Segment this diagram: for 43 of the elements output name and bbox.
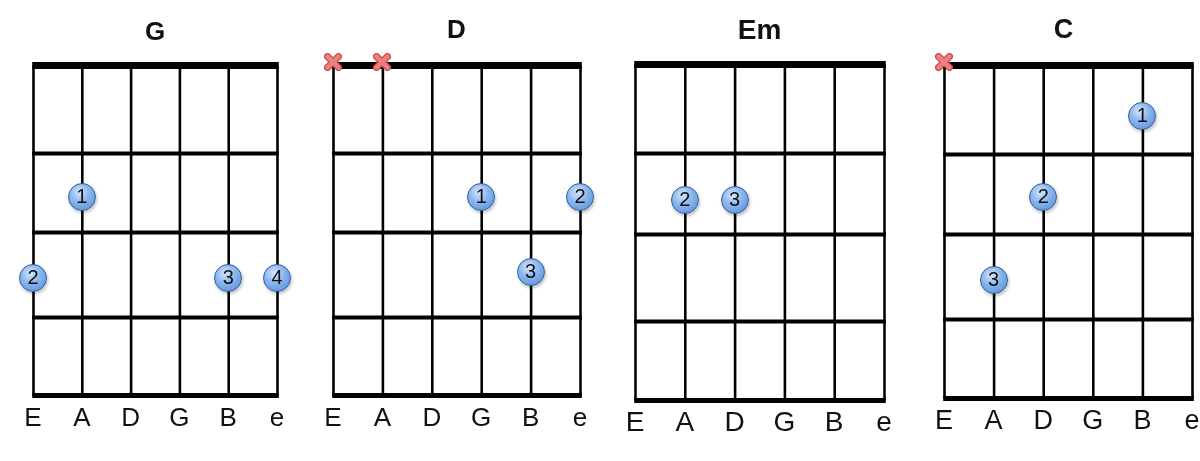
string-name: e bbox=[876, 408, 892, 436]
string-name: e bbox=[269, 404, 285, 430]
finger-dot: 1 bbox=[467, 183, 496, 211]
string-name: E bbox=[935, 406, 953, 434]
string-name: B bbox=[219, 404, 237, 430]
string-name: B bbox=[1133, 406, 1152, 434]
finger-dot: 3 bbox=[720, 186, 749, 214]
finger-dot: 2 bbox=[566, 183, 594, 211]
finger-dot: 4 bbox=[263, 264, 291, 292]
cross-mark-icon bbox=[935, 53, 953, 71]
string-name: D bbox=[1033, 406, 1053, 434]
string-name: E bbox=[24, 404, 42, 430]
finger-dot: 2 bbox=[19, 264, 47, 292]
string-name: A bbox=[73, 404, 91, 430]
chord-name: Em bbox=[737, 15, 782, 46]
string-name: E bbox=[324, 404, 342, 430]
chord-name: D bbox=[447, 15, 466, 44]
string-name: e bbox=[1184, 406, 1200, 434]
finger-dot: 3 bbox=[516, 258, 545, 286]
string-name: D bbox=[121, 404, 140, 430]
string-name: A bbox=[373, 404, 392, 430]
string-name: D bbox=[724, 408, 745, 436]
finger-dot: 2 bbox=[1029, 183, 1058, 211]
string-name: B bbox=[824, 408, 844, 436]
cross-mark-icon bbox=[373, 53, 392, 71]
finger-dot: 3 bbox=[214, 264, 243, 292]
chord-name: C bbox=[1053, 15, 1074, 45]
string-name: E bbox=[625, 408, 645, 436]
string-name: G bbox=[1082, 406, 1104, 434]
finger-dot: 2 bbox=[670, 186, 699, 214]
string-name: A bbox=[984, 406, 1003, 434]
cross-mark-icon bbox=[324, 53, 342, 71]
finger-dot: 3 bbox=[979, 266, 1008, 294]
string-name: e bbox=[572, 404, 588, 430]
string-name: G bbox=[773, 408, 796, 436]
string-name: G bbox=[169, 404, 190, 430]
chord-name: G bbox=[144, 17, 166, 46]
string-name: G bbox=[471, 404, 492, 430]
string-name: A bbox=[675, 408, 695, 436]
string-name: B bbox=[521, 404, 540, 430]
string-name: D bbox=[422, 404, 442, 430]
finger-dot: 1 bbox=[1128, 102, 1157, 130]
finger-dot: 1 bbox=[67, 183, 96, 211]
